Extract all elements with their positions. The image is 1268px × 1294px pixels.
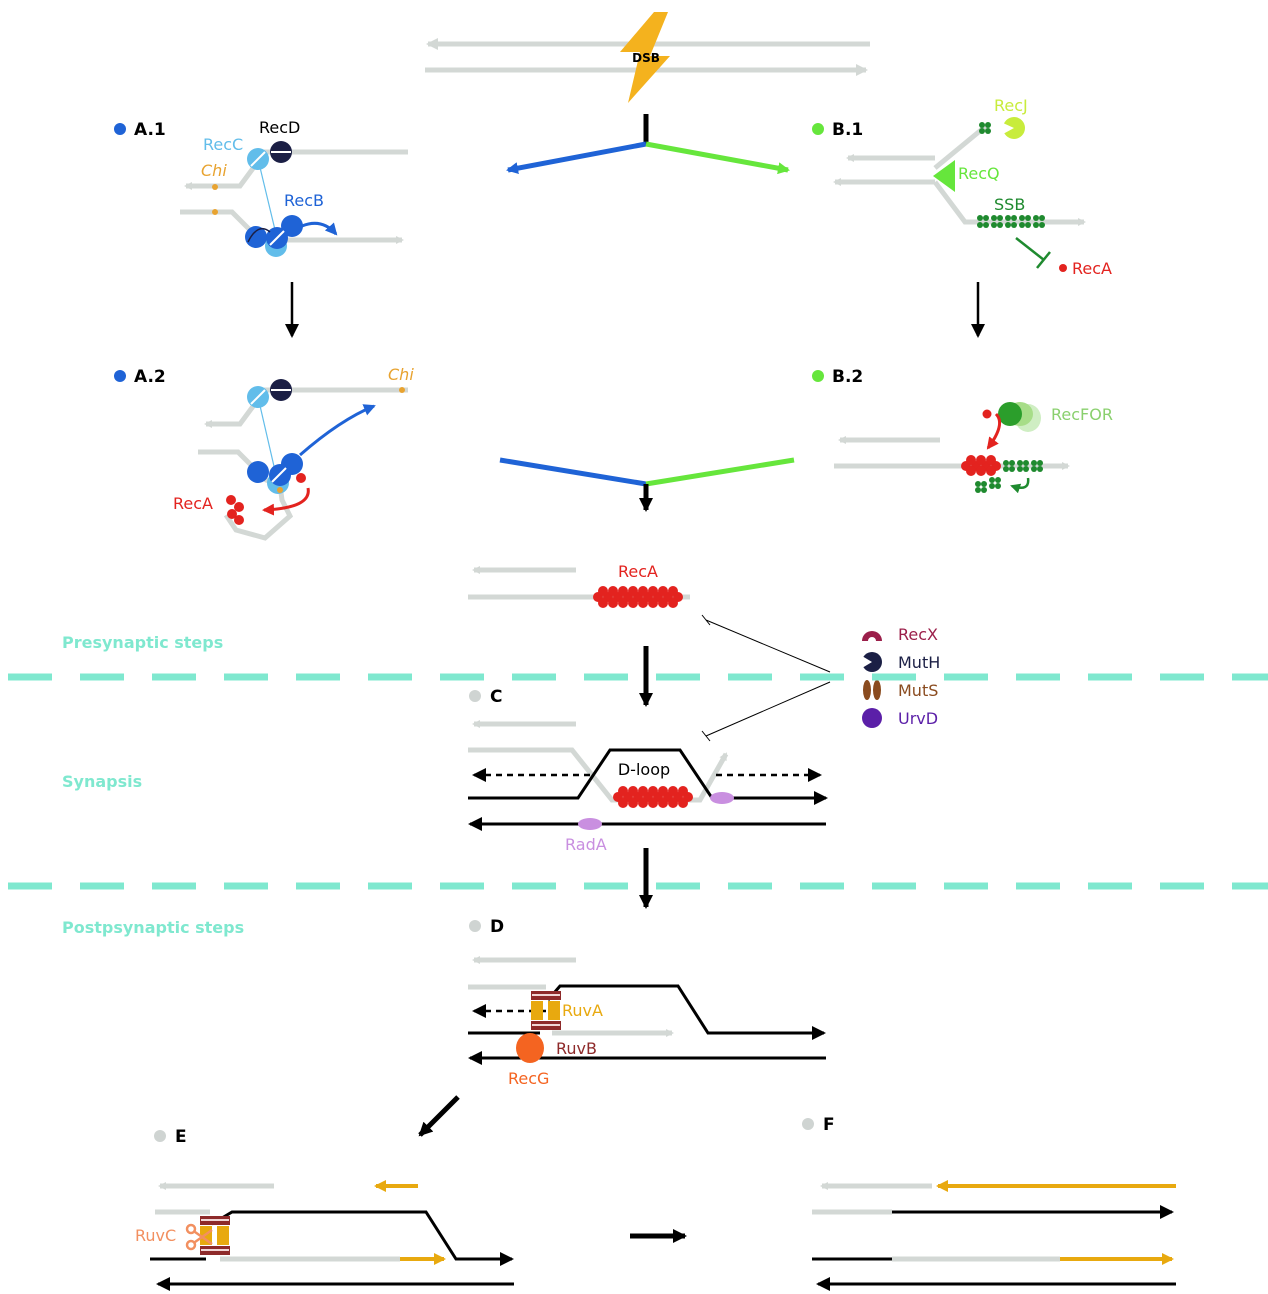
legend-label: MutH [898, 653, 940, 672]
b2-dna [834, 436, 1070, 470]
label-ruvb: RuvB [556, 1039, 597, 1058]
label-dloop: D-loop [618, 760, 670, 779]
dsb-label: DSB [632, 51, 660, 65]
pathway-a-merge [499, 457, 647, 487]
recb-protein [281, 215, 303, 237]
legend-label: UrvD [898, 709, 938, 728]
label-reca-a2: RecA [173, 494, 213, 513]
ssb-inhibition [1015, 237, 1045, 261]
recb-protein [247, 461, 269, 483]
scissors-icon [185, 1223, 213, 1251]
arrow-d-e [418, 1095, 460, 1137]
recbcd-tether [257, 158, 277, 235]
chi-site [212, 209, 218, 215]
step-a2: A.2 [134, 367, 166, 387]
step-b2: B.2 [832, 367, 863, 387]
recombinant-dna [812, 1180, 1176, 1291]
step-f: F [823, 1115, 835, 1135]
step-e: E [175, 1127, 187, 1147]
step-dot-b1 [812, 123, 824, 135]
legend-label: RecX [898, 625, 938, 644]
dsb-lightning-icon [620, 12, 670, 103]
label-ruvc: RuvC [135, 1226, 176, 1245]
label-ruva: RuvA [562, 1001, 603, 1020]
regulator-legend: RecX MutH MutS UrvD [862, 625, 940, 728]
regulator-inhibition-lines [701, 614, 831, 742]
pathway-a-arrow [506, 141, 647, 175]
step-b1: B.1 [832, 120, 863, 140]
ssb-filament [977, 215, 1045, 228]
step-dot-a2 [114, 370, 126, 382]
label-recd: RecD [259, 118, 300, 137]
label-recb: RecB [284, 191, 324, 210]
ssb-cluster [979, 122, 991, 134]
legend-label: MutS [898, 681, 938, 700]
pathway-b-merge [645, 457, 795, 487]
label-recj: RecJ [994, 96, 1028, 115]
step-c: C [490, 687, 502, 707]
pathway-b-arrow [645, 141, 790, 175]
recb-motion-arrow [301, 221, 338, 236]
section-postsynaptic: Postpsynaptic steps [62, 918, 244, 937]
label-recc: RecC [203, 135, 243, 154]
section-presynaptic: Presynaptic steps [62, 633, 223, 652]
reca-nucleus [961, 455, 1001, 476]
reca-loading-cluster [226, 473, 306, 525]
reca-filament [593, 586, 683, 608]
recb-protein [245, 226, 267, 248]
rada-protein [578, 818, 602, 830]
ssb-filament [975, 460, 1043, 493]
synapsis-dna [468, 720, 828, 831]
urvd-protein [710, 792, 734, 804]
reca-loading-arrow [986, 412, 1002, 450]
label-recg: RecG [508, 1069, 549, 1088]
urvd-icon [862, 708, 882, 728]
recq-helicase-icon [933, 160, 955, 192]
step-dot-f [802, 1118, 814, 1130]
label-recfor: RecFOR [1051, 405, 1113, 424]
reca-filament [613, 786, 693, 808]
chi-site [212, 184, 218, 190]
step-a1: A.1 [134, 120, 166, 140]
label-chi-2: Chi [388, 365, 414, 384]
label-reca-b1: RecA [1072, 259, 1112, 278]
section-synapsis: Synapsis [62, 772, 142, 791]
reca-loading-arrow [262, 487, 310, 516]
step-d: D [490, 917, 504, 937]
muts-icon [863, 680, 871, 700]
recbcd-tether [257, 396, 277, 476]
label-ssb: SSB [994, 195, 1025, 214]
label-rada: RadA [565, 835, 607, 854]
ssb-displacement-arrow [1010, 477, 1030, 494]
recb-motion-arrow [299, 404, 376, 457]
step-dot-b2 [812, 370, 824, 382]
step-dot-d [469, 920, 481, 932]
step-dot-a1 [114, 123, 126, 135]
recx-icon [862, 631, 882, 641]
label-chi: Chi [201, 161, 227, 180]
step-dot-e [154, 1130, 166, 1142]
label-recq: RecQ [958, 164, 1000, 183]
recg-protein [516, 1033, 544, 1063]
label-reca-filament: RecA [618, 562, 658, 581]
ruvab-complex [531, 991, 561, 1030]
chi-site [399, 387, 405, 393]
step-dot-c [469, 690, 481, 702]
a2-dna [198, 387, 408, 541]
reca-monomer [1059, 264, 1067, 272]
b1-dna [833, 124, 1086, 226]
